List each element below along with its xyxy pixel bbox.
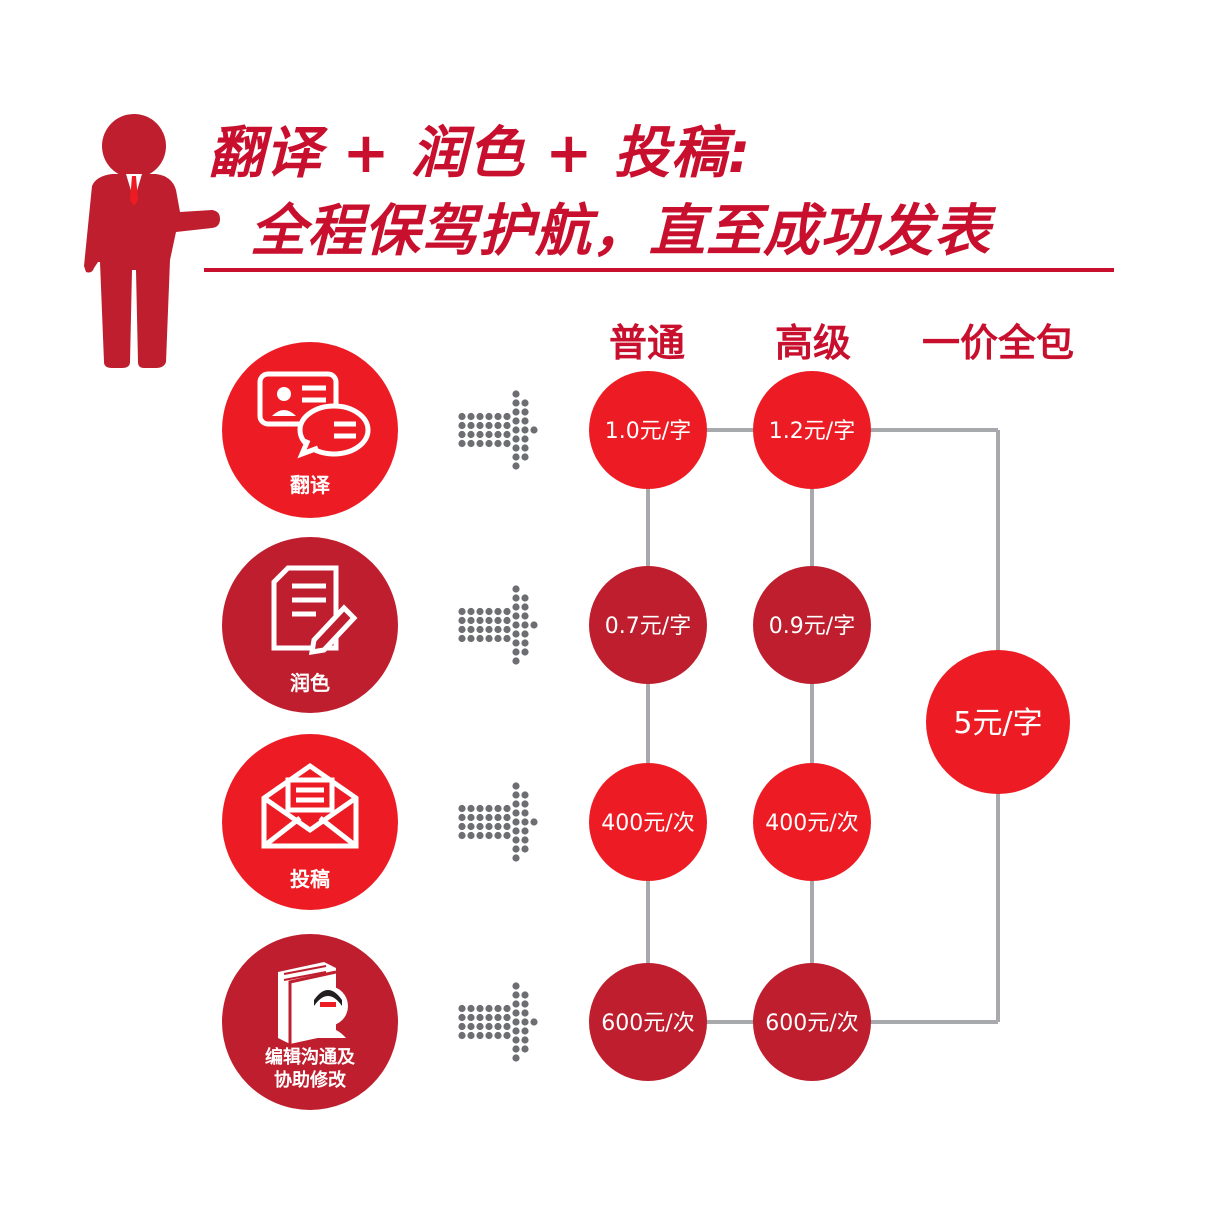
service-label-line-2: 协助修改	[274, 1069, 347, 1091]
price-premium-polish: 0.9元/字	[753, 566, 871, 684]
price-standard-translate: 1.0元/字	[589, 371, 707, 489]
price-premium-translate: 1.2元/字	[753, 371, 871, 489]
price-standard-polish: 0.7元/字	[589, 566, 707, 684]
service-editor-communication: 编辑沟通及 协助修改	[222, 934, 398, 1110]
service-translate: 翻译	[222, 342, 398, 518]
column-header-premium: 高级	[774, 321, 851, 365]
service-label-line-1: 编辑沟通及	[265, 1046, 356, 1068]
dot-arrow-icon	[458, 782, 538, 862]
price-label: 600元/次	[601, 1011, 694, 1036]
price-label: 1.2元/字	[769, 419, 855, 444]
price-standard-editor: 600元/次	[589, 963, 707, 1081]
service-label: 翻译	[290, 473, 331, 497]
title-line-2: 全程保驾护航，直至成功发表	[250, 199, 991, 264]
dot-arrow-icon	[458, 585, 538, 665]
price-label: 1.0元/字	[605, 419, 691, 444]
book-editor-icon	[278, 962, 348, 1044]
service-submit: 投稿	[222, 734, 398, 910]
envelope-icon	[261, 762, 359, 849]
service-polish: 润色	[222, 537, 398, 713]
service-label: 投稿	[290, 867, 330, 891]
dot-arrows	[458, 390, 538, 1062]
column-header-all-inclusive: 一价全包	[921, 321, 1074, 365]
price-label: 0.9元/字	[769, 614, 855, 639]
price-premium-editor: 600元/次	[753, 963, 871, 1081]
document-pencil-icon	[271, 565, 358, 656]
title-underline	[204, 268, 1114, 272]
title-line-1: 翻译 + 润色 + 投稿:	[208, 121, 752, 186]
presenter-icon	[84, 114, 220, 368]
dot-arrow-icon	[458, 982, 538, 1062]
price-label: 400元/次	[765, 811, 858, 836]
chat-bubbles-icon	[257, 371, 371, 459]
column-header-standard: 普通	[608, 321, 685, 365]
service-label: 润色	[290, 671, 330, 695]
price-premium-submit: 400元/次	[753, 763, 871, 881]
price-label: 400元/次	[601, 811, 694, 836]
price-standard-submit: 400元/次	[589, 763, 707, 881]
price-label: 0.7元/字	[605, 614, 691, 639]
all-inclusive-price-label: 5元/字	[953, 706, 1042, 741]
price-all-inclusive: 5元/字	[926, 650, 1070, 794]
dot-arrow-icon	[458, 390, 538, 470]
price-label: 600元/次	[765, 1011, 858, 1036]
